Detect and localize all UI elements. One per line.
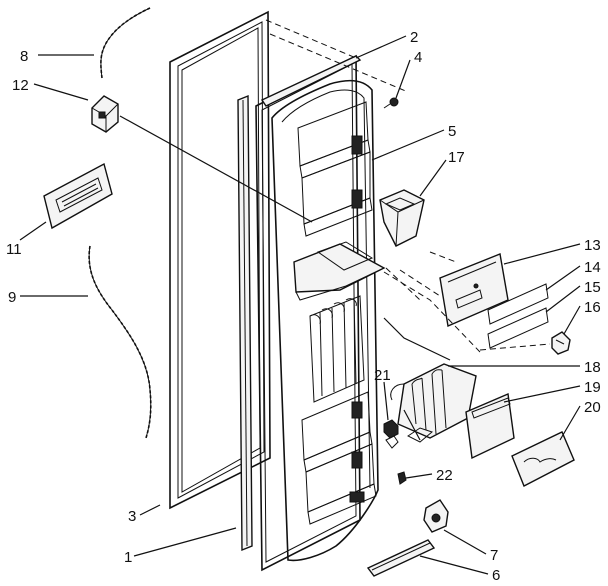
bottom-rail-part — [366, 539, 436, 577]
knob-part — [551, 331, 571, 355]
door-gasket-part — [169, 10, 271, 510]
callout-21: 21 — [374, 367, 391, 384]
callout-19: 19 — [584, 379, 601, 396]
callout-11: 11 — [6, 241, 22, 258]
callout-7: 7 — [490, 547, 498, 564]
actuator-assembly-part — [390, 363, 477, 443]
callout-2: 2 — [410, 29, 418, 46]
leader-lines — [19, 35, 581, 575]
reference-lines — [119, 115, 451, 441]
ice-chute-part — [379, 189, 425, 247]
door-strip-part — [237, 94, 253, 552]
callout-1: 1 — [124, 549, 132, 566]
label-strip-parts — [487, 283, 549, 349]
callout-17: 17 — [448, 149, 465, 166]
callout-6: 6 — [492, 567, 500, 584]
callout-labels: 8 12 11 9 3 1 2 4 5 17 13 14 15 16 18 19… — [6, 29, 601, 584]
callout-8: 8 — [20, 48, 28, 65]
callout-15: 15 — [584, 279, 601, 296]
callout-20: 20 — [584, 399, 601, 416]
bracket-part — [91, 95, 119, 133]
callout-5: 5 — [448, 123, 456, 140]
callout-3: 3 — [128, 508, 136, 525]
callout-12: 12 — [12, 77, 29, 94]
top-trim-part — [260, 55, 362, 107]
hinge-bracket-part — [423, 499, 449, 533]
slot-plate-part — [43, 162, 113, 230]
grommet-part — [383, 419, 399, 449]
screw-lower-part — [397, 471, 407, 485]
callout-14: 14 — [584, 259, 601, 276]
callout-9: 9 — [8, 289, 16, 306]
dispenser-cover-part — [439, 253, 509, 327]
callout-22: 22 — [436, 467, 453, 484]
alignment-lines — [265, 19, 551, 353]
door-liner-part — [255, 54, 386, 572]
callout-18: 18 — [584, 359, 601, 376]
nameplate-part — [511, 431, 575, 487]
callout-4: 4 — [414, 49, 422, 66]
tube-top-part — [100, 7, 151, 79]
callout-13: 13 — [584, 237, 601, 254]
screw-top-part — [383, 97, 399, 109]
callout-16: 16 — [584, 299, 601, 316]
long-hose-part — [88, 245, 152, 439]
small-plate-part — [465, 392, 515, 460]
